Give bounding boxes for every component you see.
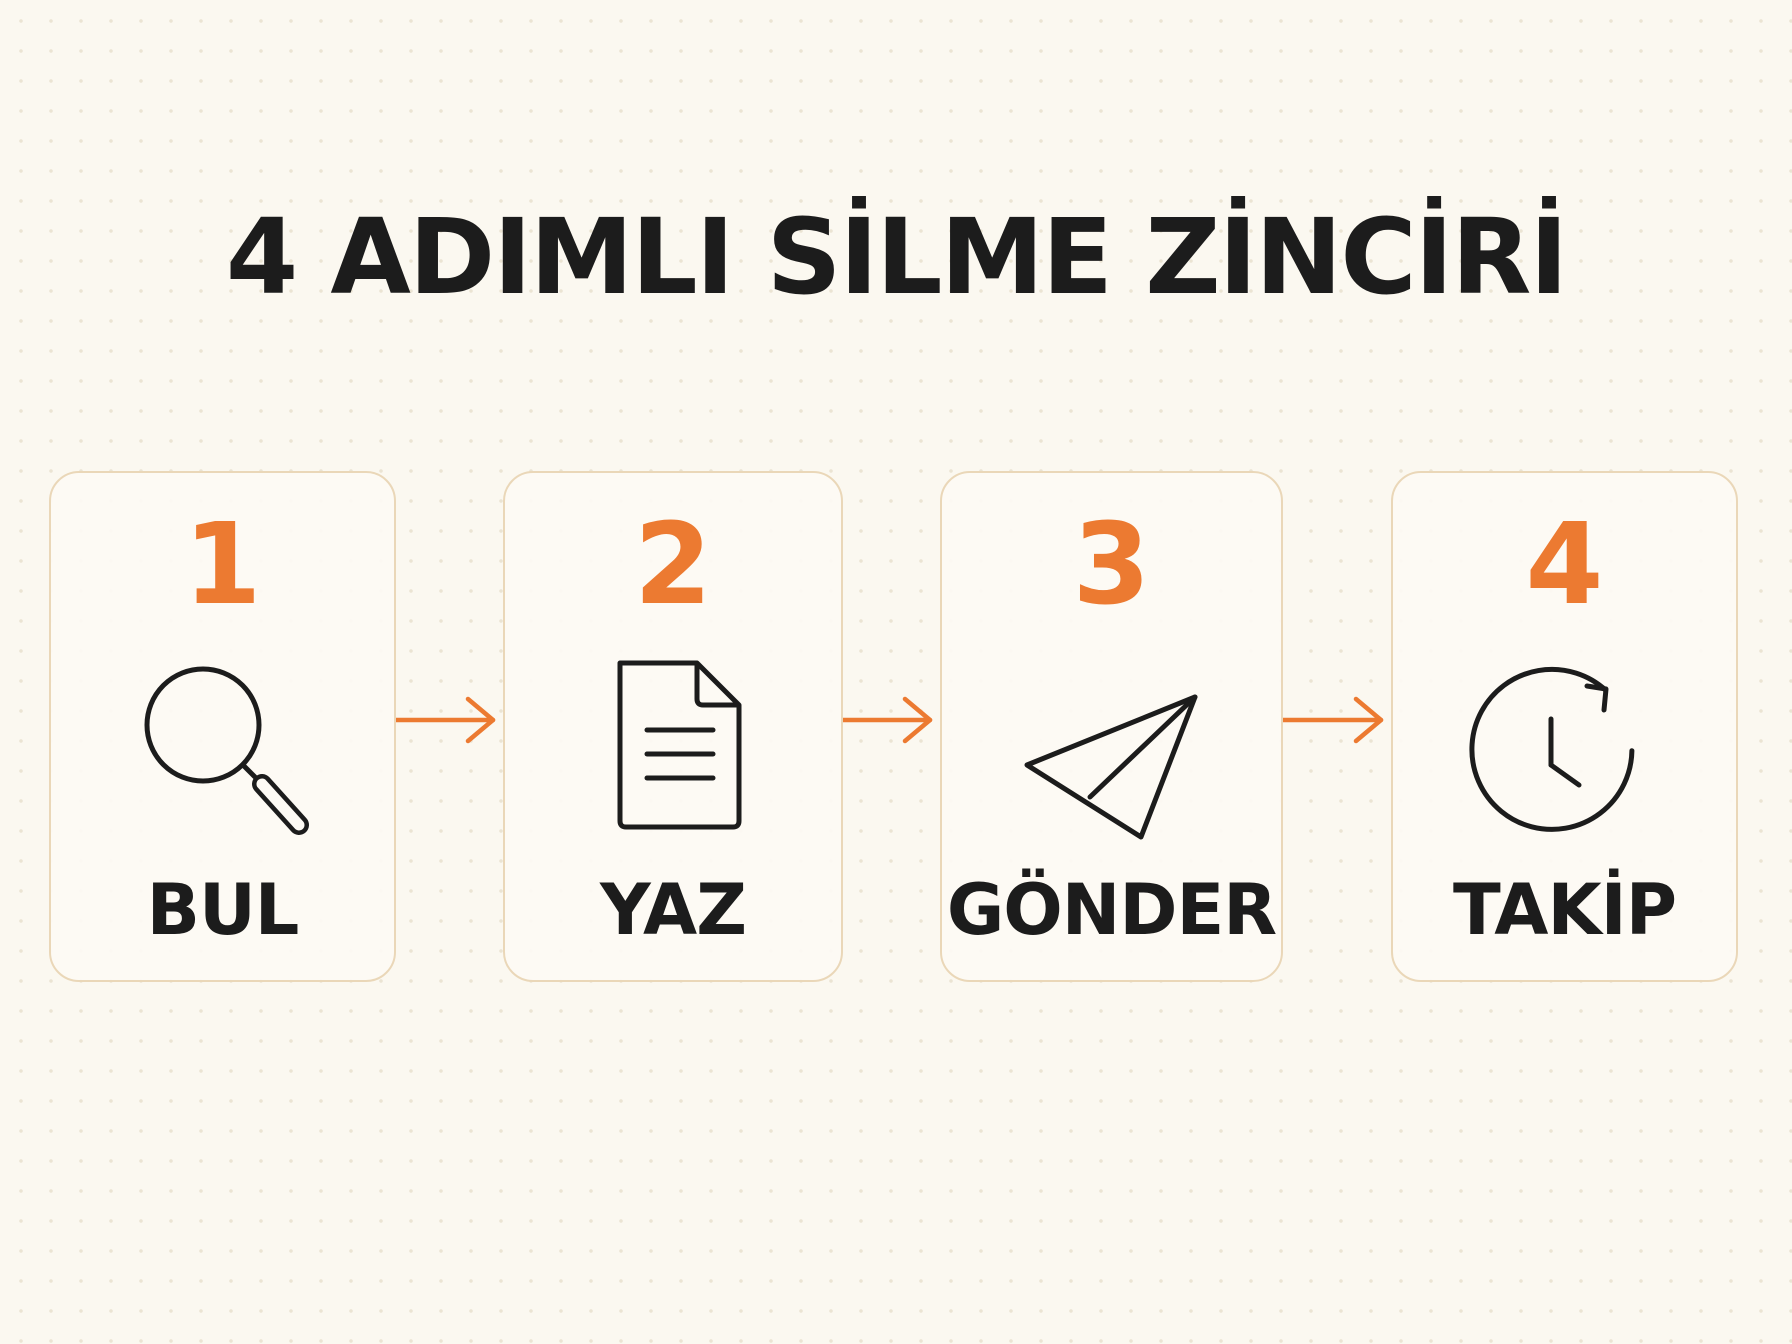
paper-plane-icon (1024, 694, 1198, 840)
step-card-send: 3 GÖNDER (940, 471, 1283, 982)
step-card-find: 1 BUL (49, 471, 396, 982)
document-icon (617, 660, 742, 830)
arrow-2-to-3 (843, 696, 940, 744)
step-card-write: 2 YAZ (503, 471, 843, 982)
step-number: 4 (1525, 500, 1604, 630)
step-label: YAZ (600, 869, 747, 951)
step-label: TAKİP (1452, 869, 1677, 951)
step-label: GÖNDER (946, 869, 1277, 951)
step-number: 3 (1072, 500, 1151, 630)
arrow-3-to-4 (1283, 696, 1391, 744)
arrow-1-to-2 (396, 696, 503, 744)
magnifying-glass-icon (144, 666, 309, 835)
step-number: 1 (183, 500, 262, 630)
clock-refresh-icon (1469, 666, 1635, 832)
step-label: BUL (146, 869, 300, 951)
step-number: 2 (634, 500, 712, 630)
step-card-track: 4 TAKİP (1391, 471, 1738, 982)
diagram-title: 4 ADIMLI SİLME ZİNCİRİ (225, 196, 1568, 318)
